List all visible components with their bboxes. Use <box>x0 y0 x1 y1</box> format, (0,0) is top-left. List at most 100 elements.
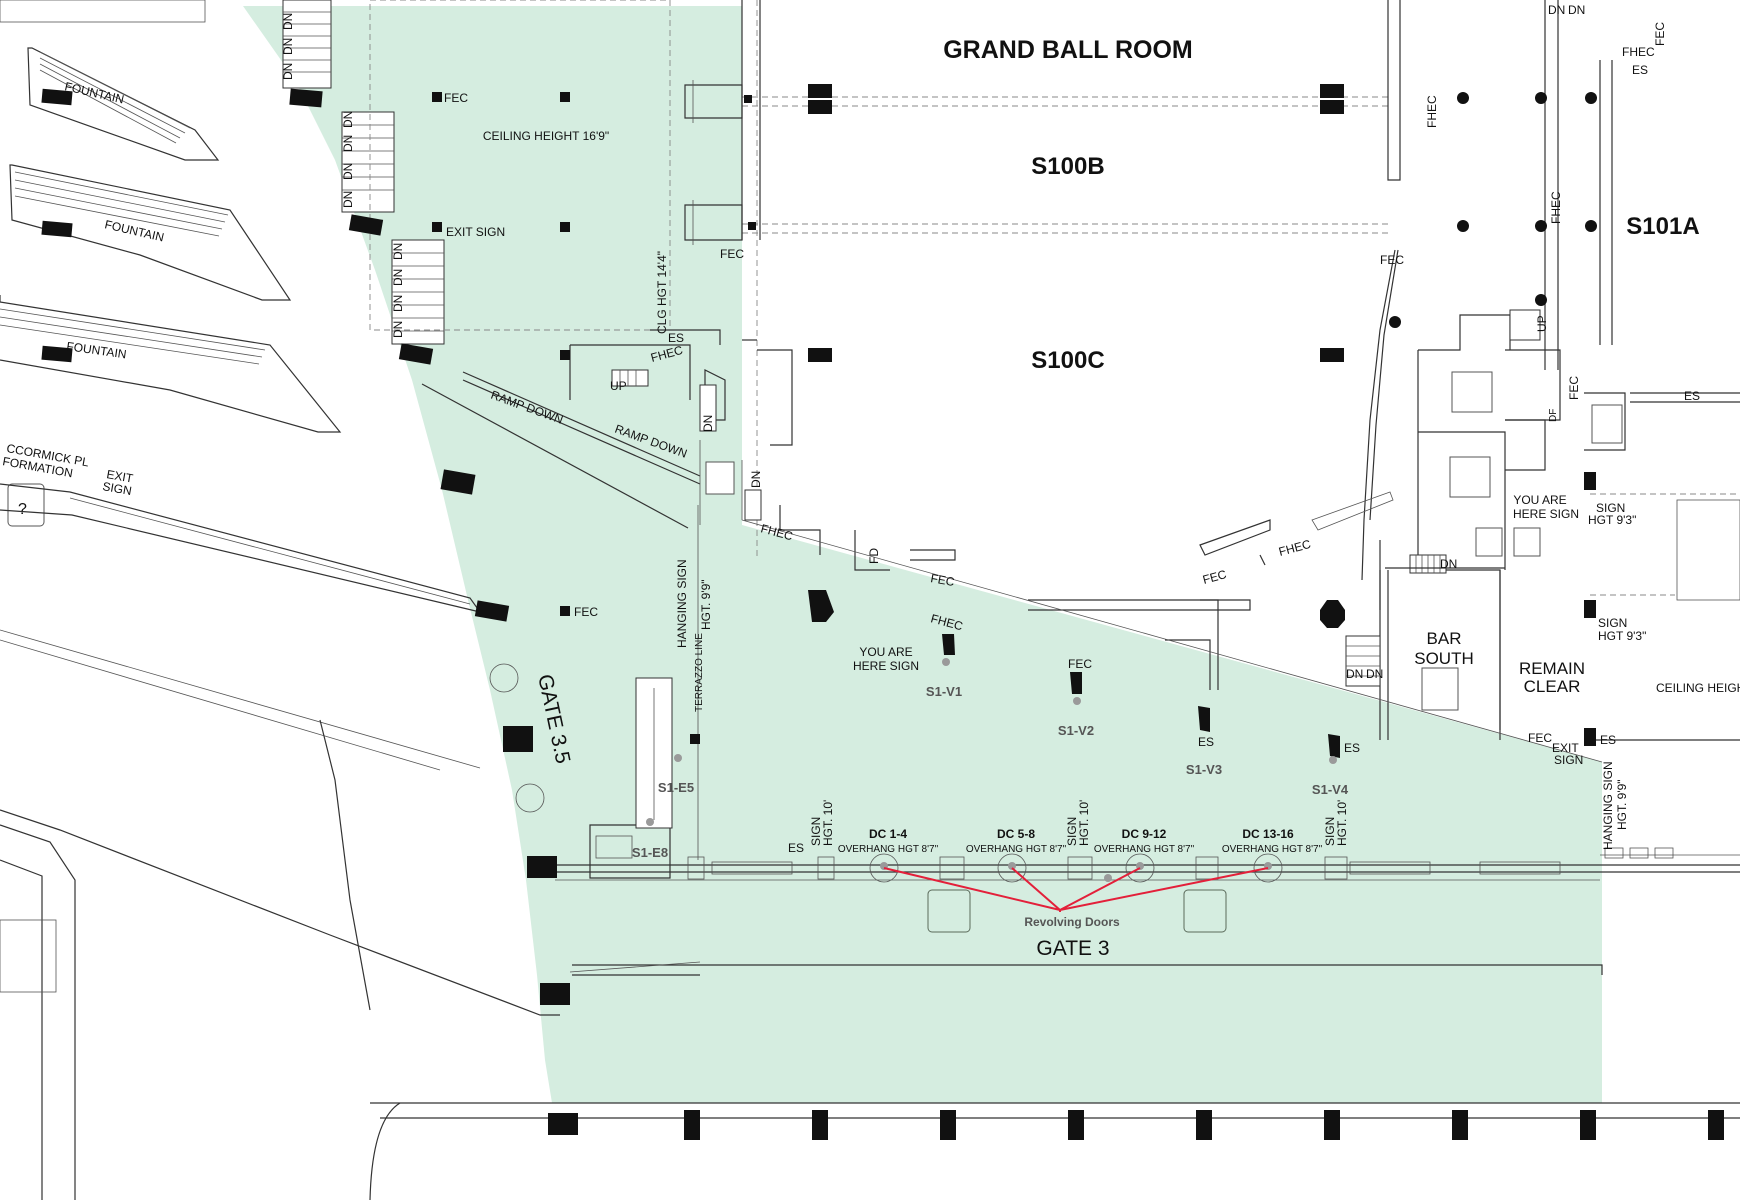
door-cluster-label: DC 13-16 <box>1242 827 1294 841</box>
es-label: ES <box>668 331 684 345</box>
fd-label: FD <box>867 548 881 564</box>
stair-icon <box>1475 527 1503 557</box>
stair-dn-label: DN <box>1346 667 1363 681</box>
door-overhang-label: OVERHANG HGT 8'7" <box>1222 844 1323 855</box>
room-grand-ball-room: GRAND BALL ROOM <box>943 36 1193 64</box>
ramps <box>421 371 743 529</box>
ceiling-heigh-label: CEILING HEIGH <box>1656 681 1740 695</box>
south-facade <box>489 505 1740 976</box>
sign-height: HGT. 10' <box>1335 800 1349 846</box>
hanging-sign-label: HANGING SIGN <box>1601 761 1615 850</box>
hanging-sign-label: HANGING SIGN <box>675 559 689 648</box>
fec-label: FEC <box>929 571 955 589</box>
fountain-label: FOUNTAIN <box>63 79 125 106</box>
you-are-here-label: YOU ARE <box>859 645 912 659</box>
fec-label: FEC <box>1201 567 1228 587</box>
fec-label: FEC <box>1528 731 1552 745</box>
sign-ref-s1-v1: S1-V1 <box>926 684 962 699</box>
sign-ref-s1-v2: S1-V2 <box>1058 723 1094 738</box>
west-stairs <box>282 0 671 345</box>
ceiling-height-label: CEILING HEIGHT 16'9" <box>483 129 609 143</box>
sign-label: SIGN <box>1065 817 1079 846</box>
es-label: ES <box>1684 389 1700 403</box>
room-s101a: S101A <box>1626 213 1699 240</box>
stair-up-label: UP <box>1535 315 1549 332</box>
stair-dn-label: DN <box>341 163 355 180</box>
phone-icon <box>1591 404 1623 444</box>
stair-dn-label: DN <box>749 471 763 488</box>
fec-label: FEC <box>444 91 468 105</box>
sign-ref-s1-e5: S1-E5 <box>658 780 694 795</box>
room-s100b: S100B <box>1031 153 1104 180</box>
map-markers <box>289 84 1724 1140</box>
stair-dn-label: DN <box>1366 667 1383 681</box>
stair-dn-label: DN <box>391 243 405 260</box>
fhec-label: FHEC <box>1622 45 1655 59</box>
sign-height: HGT. 10' <box>821 800 835 846</box>
door-cluster-label: DC 9-12 <box>1122 827 1167 841</box>
highlighted-lobby-area <box>243 6 1602 1103</box>
df-label: DF <box>1548 409 1559 422</box>
men-restroom-icon <box>1451 371 1493 413</box>
women-restroom-icon <box>1449 456 1491 498</box>
fhec-label: FHEC <box>1425 95 1439 128</box>
door-cluster-label: DC 1-4 <box>869 827 907 841</box>
stair-dn-label: DN <box>1568 3 1585 17</box>
sign-height: HGT 9'3" <box>1598 629 1646 643</box>
stair-dn-label: DN <box>341 111 355 128</box>
you-are-here-label: YOU ARE <box>1513 493 1566 507</box>
fhec-label: FHEC <box>1277 537 1312 559</box>
bus-icon <box>1183 889 1227 933</box>
info-icon <box>7 483 45 527</box>
es-label: ES <box>788 841 804 855</box>
stair-dn-label: DN <box>281 38 295 55</box>
door-cluster-label: DC 5-8 <box>997 827 1035 841</box>
fec-label: FEC <box>574 605 598 619</box>
fec-label: FEC <box>1380 253 1404 267</box>
sign-ref-s1-e8: S1-E8 <box>632 845 668 860</box>
stair-dn-label: DN <box>391 321 405 338</box>
info-glyph: ? <box>18 501 27 518</box>
stair-dn-label: DN <box>281 13 295 30</box>
sign-height: HGT 9'3" <box>1588 513 1636 527</box>
room-s100c: S100C <box>1031 347 1104 374</box>
fec-label: FEC <box>720 247 744 261</box>
sign-label: SIGN <box>1598 616 1627 630</box>
stair-dn-label: DN <box>341 191 355 208</box>
bus-icon <box>927 889 971 933</box>
fec-label: FEC <box>1653 22 1667 46</box>
stair-dn-label: DN <box>1440 557 1457 571</box>
gate-3-label: GATE 3 <box>1036 937 1109 960</box>
sign-ref-s1-v3: S1-V3 <box>1186 762 1222 777</box>
stair-up-label: UP <box>610 379 627 393</box>
door-overhang-label: OVERHANG HGT 8'7" <box>1094 844 1195 855</box>
bar-south-label: BAR <box>1427 629 1462 648</box>
es-label: ES <box>1632 63 1648 77</box>
es-label: ES <box>1600 733 1616 747</box>
restaurant-icon <box>1421 667 1459 711</box>
you-are-here-label: HERE SIGN <box>1513 507 1579 521</box>
hanging-sign-height: HGT. 9'9" <box>699 579 713 630</box>
stair-dn-label: DN <box>391 295 405 312</box>
remain-clear-label: CLEAR <box>1524 677 1581 696</box>
fhec-label: FHEC <box>1549 191 1563 224</box>
sign-label: SIGN <box>1554 753 1583 767</box>
exit-sign-label: EXIT SIGN <box>446 225 505 239</box>
door-overhang-label: OVERHANG HGT 8'7" <box>966 844 1067 855</box>
elevator-icon <box>1513 527 1541 557</box>
sign-locations <box>646 658 1337 912</box>
revolving-doors-callout-lines <box>883 867 1269 912</box>
sign-height: HGT. 10' <box>1077 800 1091 846</box>
revolving-doors-label: Revolving Doors <box>1024 915 1120 929</box>
you-are-here-label: HERE SIGN <box>853 659 919 673</box>
sign-label: SIGN <box>101 479 132 498</box>
exit-label: EXIT <box>105 467 134 486</box>
stair-dn-label: DN <box>1548 3 1565 17</box>
es-label: ES <box>1344 741 1360 755</box>
terrazzo-line-label: TERRAZZO LINE <box>694 633 705 712</box>
hanging-sign-height: HGT. 9'9" <box>1615 779 1629 830</box>
sign-label: SIGN <box>1323 817 1337 846</box>
es-label: ES <box>1198 735 1214 749</box>
